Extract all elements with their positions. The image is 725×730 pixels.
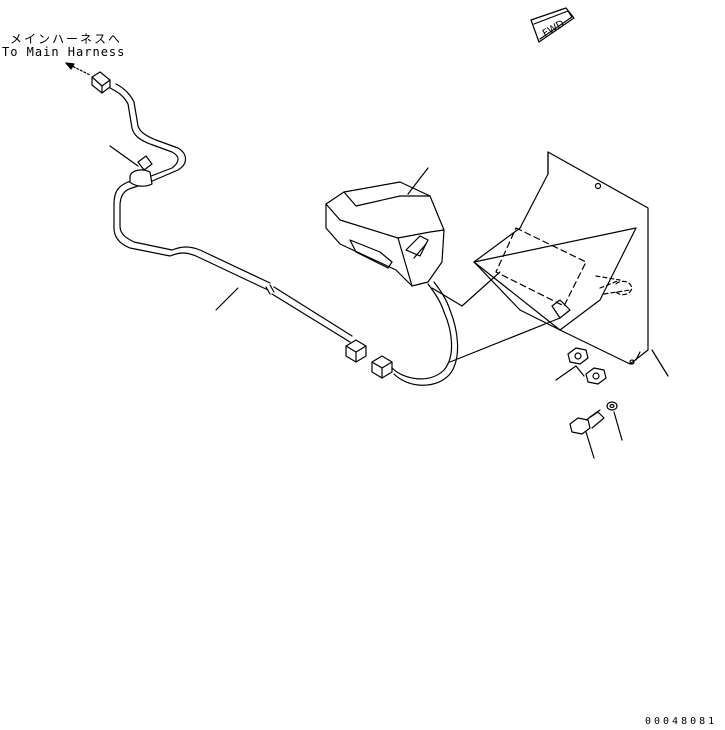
washer (606, 401, 618, 411)
harness-leader-arrow (65, 62, 91, 76)
lamp-lead-wire (391, 281, 459, 386)
harness-clamp (129, 155, 153, 187)
harness-label-japanese: メインハーネスへ (10, 32, 123, 46)
harness-connector-lower (345, 339, 393, 379)
drawing-code: 00048081 (645, 716, 718, 727)
harness-label-english: To Main Harness (2, 45, 126, 59)
part-leader-lines (109, 145, 669, 459)
harness-connector-top (91, 71, 111, 94)
wiring-harness (109, 83, 353, 343)
work-lamp (325, 181, 445, 287)
lamp-bracket (473, 151, 649, 365)
nut-upper (567, 347, 589, 365)
bolt (569, 409, 605, 435)
fwd-arrow-icon: FWD (530, 7, 575, 43)
nut-lower (585, 367, 607, 385)
